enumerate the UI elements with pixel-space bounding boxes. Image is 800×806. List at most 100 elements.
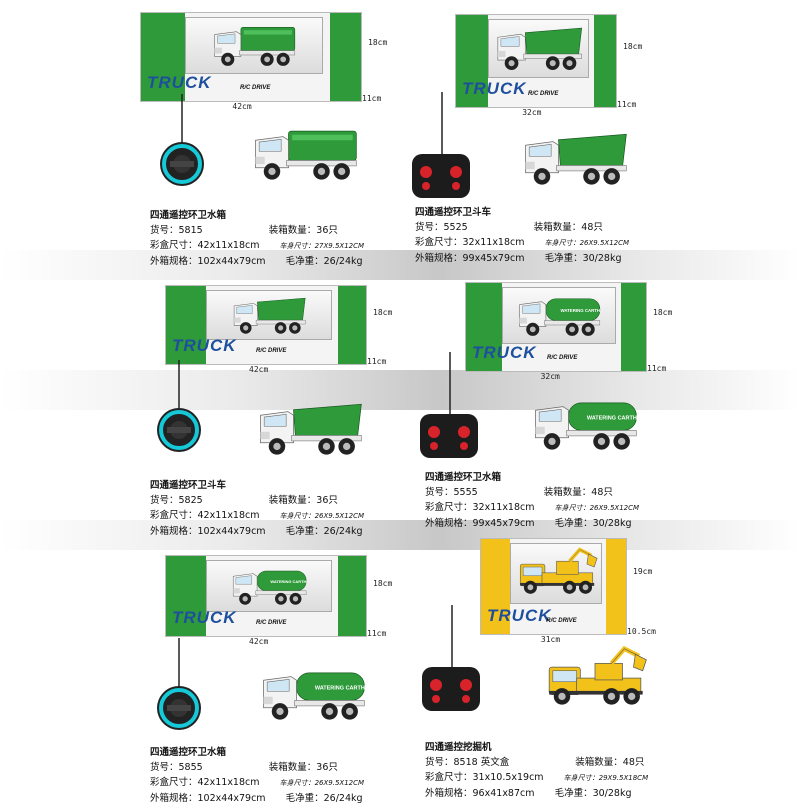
weight-label: 毛净重： <box>285 256 324 267</box>
box-brand-logo: TRUCK <box>172 336 237 355</box>
carton-size-value: 96x41x87cm <box>472 788 535 799</box>
pack-quantity-label: 装箱数量： <box>268 495 317 506</box>
retail-box-image: WATERING CARTH TRUCK R/C DRIVE <box>465 282 647 372</box>
box-window <box>510 543 602 604</box>
toy-truck-image <box>260 403 362 455</box>
body-size-label: 车身尺寸： <box>544 239 580 247</box>
body-size-value: 29X9.5X18CM <box>598 774 649 782</box>
box-width-dimension: 42cm <box>249 365 269 374</box>
color-box-size-label: 彩盒尺寸： <box>415 237 463 248</box>
carton-size-label: 外箱规格： <box>150 256 198 267</box>
box-brand-logo: TRUCK <box>487 606 552 625</box>
item-number-label: 货号： <box>425 487 454 498</box>
body-size-value: 26X9.5X12CM <box>579 239 630 247</box>
remote-controller-image <box>157 360 201 452</box>
weight-value: 30/28kg <box>582 253 622 264</box>
product-spec-block: 四通遥控环卫斗车 货号：5525 装箱数量：48只 彩盒尺寸：32x11x18c… <box>415 205 629 266</box>
body-size-label: 车身尺寸： <box>563 774 599 782</box>
box-color-panel <box>605 539 626 634</box>
item-number-label: 货号： <box>425 757 454 768</box>
weight-value: 30/28kg <box>592 788 632 799</box>
box-color-panel <box>481 539 510 634</box>
box-height-dimension: 18cm <box>373 308 393 318</box>
box-window: WATERING CARTH <box>206 560 332 612</box>
weight-value: 30/28kg <box>592 518 632 529</box>
body-size-value: 26X9.5X12CM <box>589 504 640 512</box>
box-width-dimension: 42cm <box>232 102 252 111</box>
box-color-panel <box>466 283 502 371</box>
item-number-value: 5525 <box>443 222 468 233</box>
boxed-truck-image: WATERING CARTH <box>519 298 601 336</box>
svg-text:WATERING CARTH: WATERING CARTH <box>315 685 365 691</box>
box-brand-logo: TRUCK <box>472 343 537 362</box>
pack-quantity-value: 48只 <box>622 757 645 768</box>
product-title: 四通遥控环卫水箱 <box>150 747 227 758</box>
background-smear-band <box>0 250 800 280</box>
box-drive-text: R/C DRIVE <box>256 620 287 626</box>
color-box-size-value: 42x11x18cm <box>197 510 260 521</box>
toy-truck-image <box>255 130 357 180</box>
carton-size-label: 外箱规格： <box>425 788 473 799</box>
item-number-value: 5855 <box>178 762 203 773</box>
box-width-dimension: 31cm <box>540 635 561 644</box>
box-height-dimension: 19cm <box>633 566 653 576</box>
product-title: 四通遥控挖掘机 <box>425 742 492 753</box>
carton-size-value: 99x45x79cm <box>472 518 535 529</box>
box-width-dimension: 42cm <box>249 637 269 646</box>
box-brand-logo: TRUCK <box>172 608 237 627</box>
product-spec-block: 四通遥控环卫水箱 货号：5555 装箱数量：48只 彩盒尺寸：32x11x18c… <box>425 470 639 531</box>
pack-quantity-value: 36只 <box>316 762 338 773</box>
color-box-size-value: 32x11x18cm <box>472 502 535 513</box>
box-height-dimension: 18cm <box>373 579 393 588</box>
color-box-size-value: 32x11x18cm <box>462 237 525 248</box>
weight-value: 26/24kg <box>323 526 363 537</box>
item-number-label: 货号： <box>150 762 179 773</box>
box-depth-dimension: 11cm <box>647 364 667 373</box>
toy-truck-image: WATERING CARTH <box>263 672 365 720</box>
svg-text:WATERING CARTH: WATERING CARTH <box>270 579 306 584</box>
box-color-panel <box>141 13 185 101</box>
pack-quantity-value: 36只 <box>316 225 338 236</box>
pack-quantity-value: 48只 <box>581 222 603 233</box>
remote-controller-image <box>160 94 204 186</box>
boxed-truck-image <box>233 297 306 334</box>
product-title: 四通遥控环卫水箱 <box>425 472 502 483</box>
boxed-truck-image <box>497 27 583 71</box>
carton-size-value: 102x44x79cm <box>197 526 266 537</box>
weight-label: 毛净重： <box>554 788 593 799</box>
color-box-size-value: 31x10.5x19cm <box>472 772 544 783</box>
box-color-panel <box>338 556 366 636</box>
product-title: 四通遥控环卫斗车 <box>415 207 492 218</box>
box-brand-logo: TRUCK <box>462 79 527 98</box>
boxed-truck-image <box>214 26 296 66</box>
box-drive-text: R/C DRIVE <box>547 355 578 361</box>
body-size-label: 车身尺寸： <box>279 512 315 520</box>
box-color-panel <box>338 286 366 364</box>
box-drive-text: R/C DRIVE <box>528 91 559 97</box>
remote-controller-image <box>420 352 478 458</box>
toy-truck-image: WATERING CARTH <box>535 402 637 450</box>
color-box-size-label: 彩盒尺寸： <box>150 240 198 251</box>
weight-value: 26/24kg <box>323 793 363 804</box>
body-size-label: 车身尺寸： <box>279 242 315 250</box>
box-height-dimension: 18cm <box>623 41 643 51</box>
product-spec-block: 四通遥控环卫水箱 货号：5815 装箱数量：36只 彩盒尺寸：42x11x18c… <box>150 208 364 269</box>
body-size-value: 27X9.5X12CM <box>314 242 365 250</box>
remote-controller-image <box>422 605 480 711</box>
item-number-value: 5555 <box>453 487 478 498</box>
weight-value: 26/24kg <box>323 256 363 267</box>
product-title: 四通遥控环卫斗车 <box>150 480 227 491</box>
pack-quantity-value: 48只 <box>591 487 613 498</box>
boxed-truck-image: WATERING CARTH <box>232 570 307 605</box>
box-width-dimension: 32cm <box>540 372 560 381</box>
pack-quantity-label: 装箱数量： <box>575 757 623 768</box>
color-box-size-label: 彩盒尺寸： <box>425 502 473 513</box>
box-color-panel <box>593 15 616 107</box>
color-box-size-label: 彩盒尺寸： <box>150 777 198 788</box>
pack-quantity-label: 装箱数量： <box>543 487 592 498</box>
pack-quantity-value: 36只 <box>316 495 338 506</box>
box-height-dimension: 18cm <box>368 38 388 48</box>
